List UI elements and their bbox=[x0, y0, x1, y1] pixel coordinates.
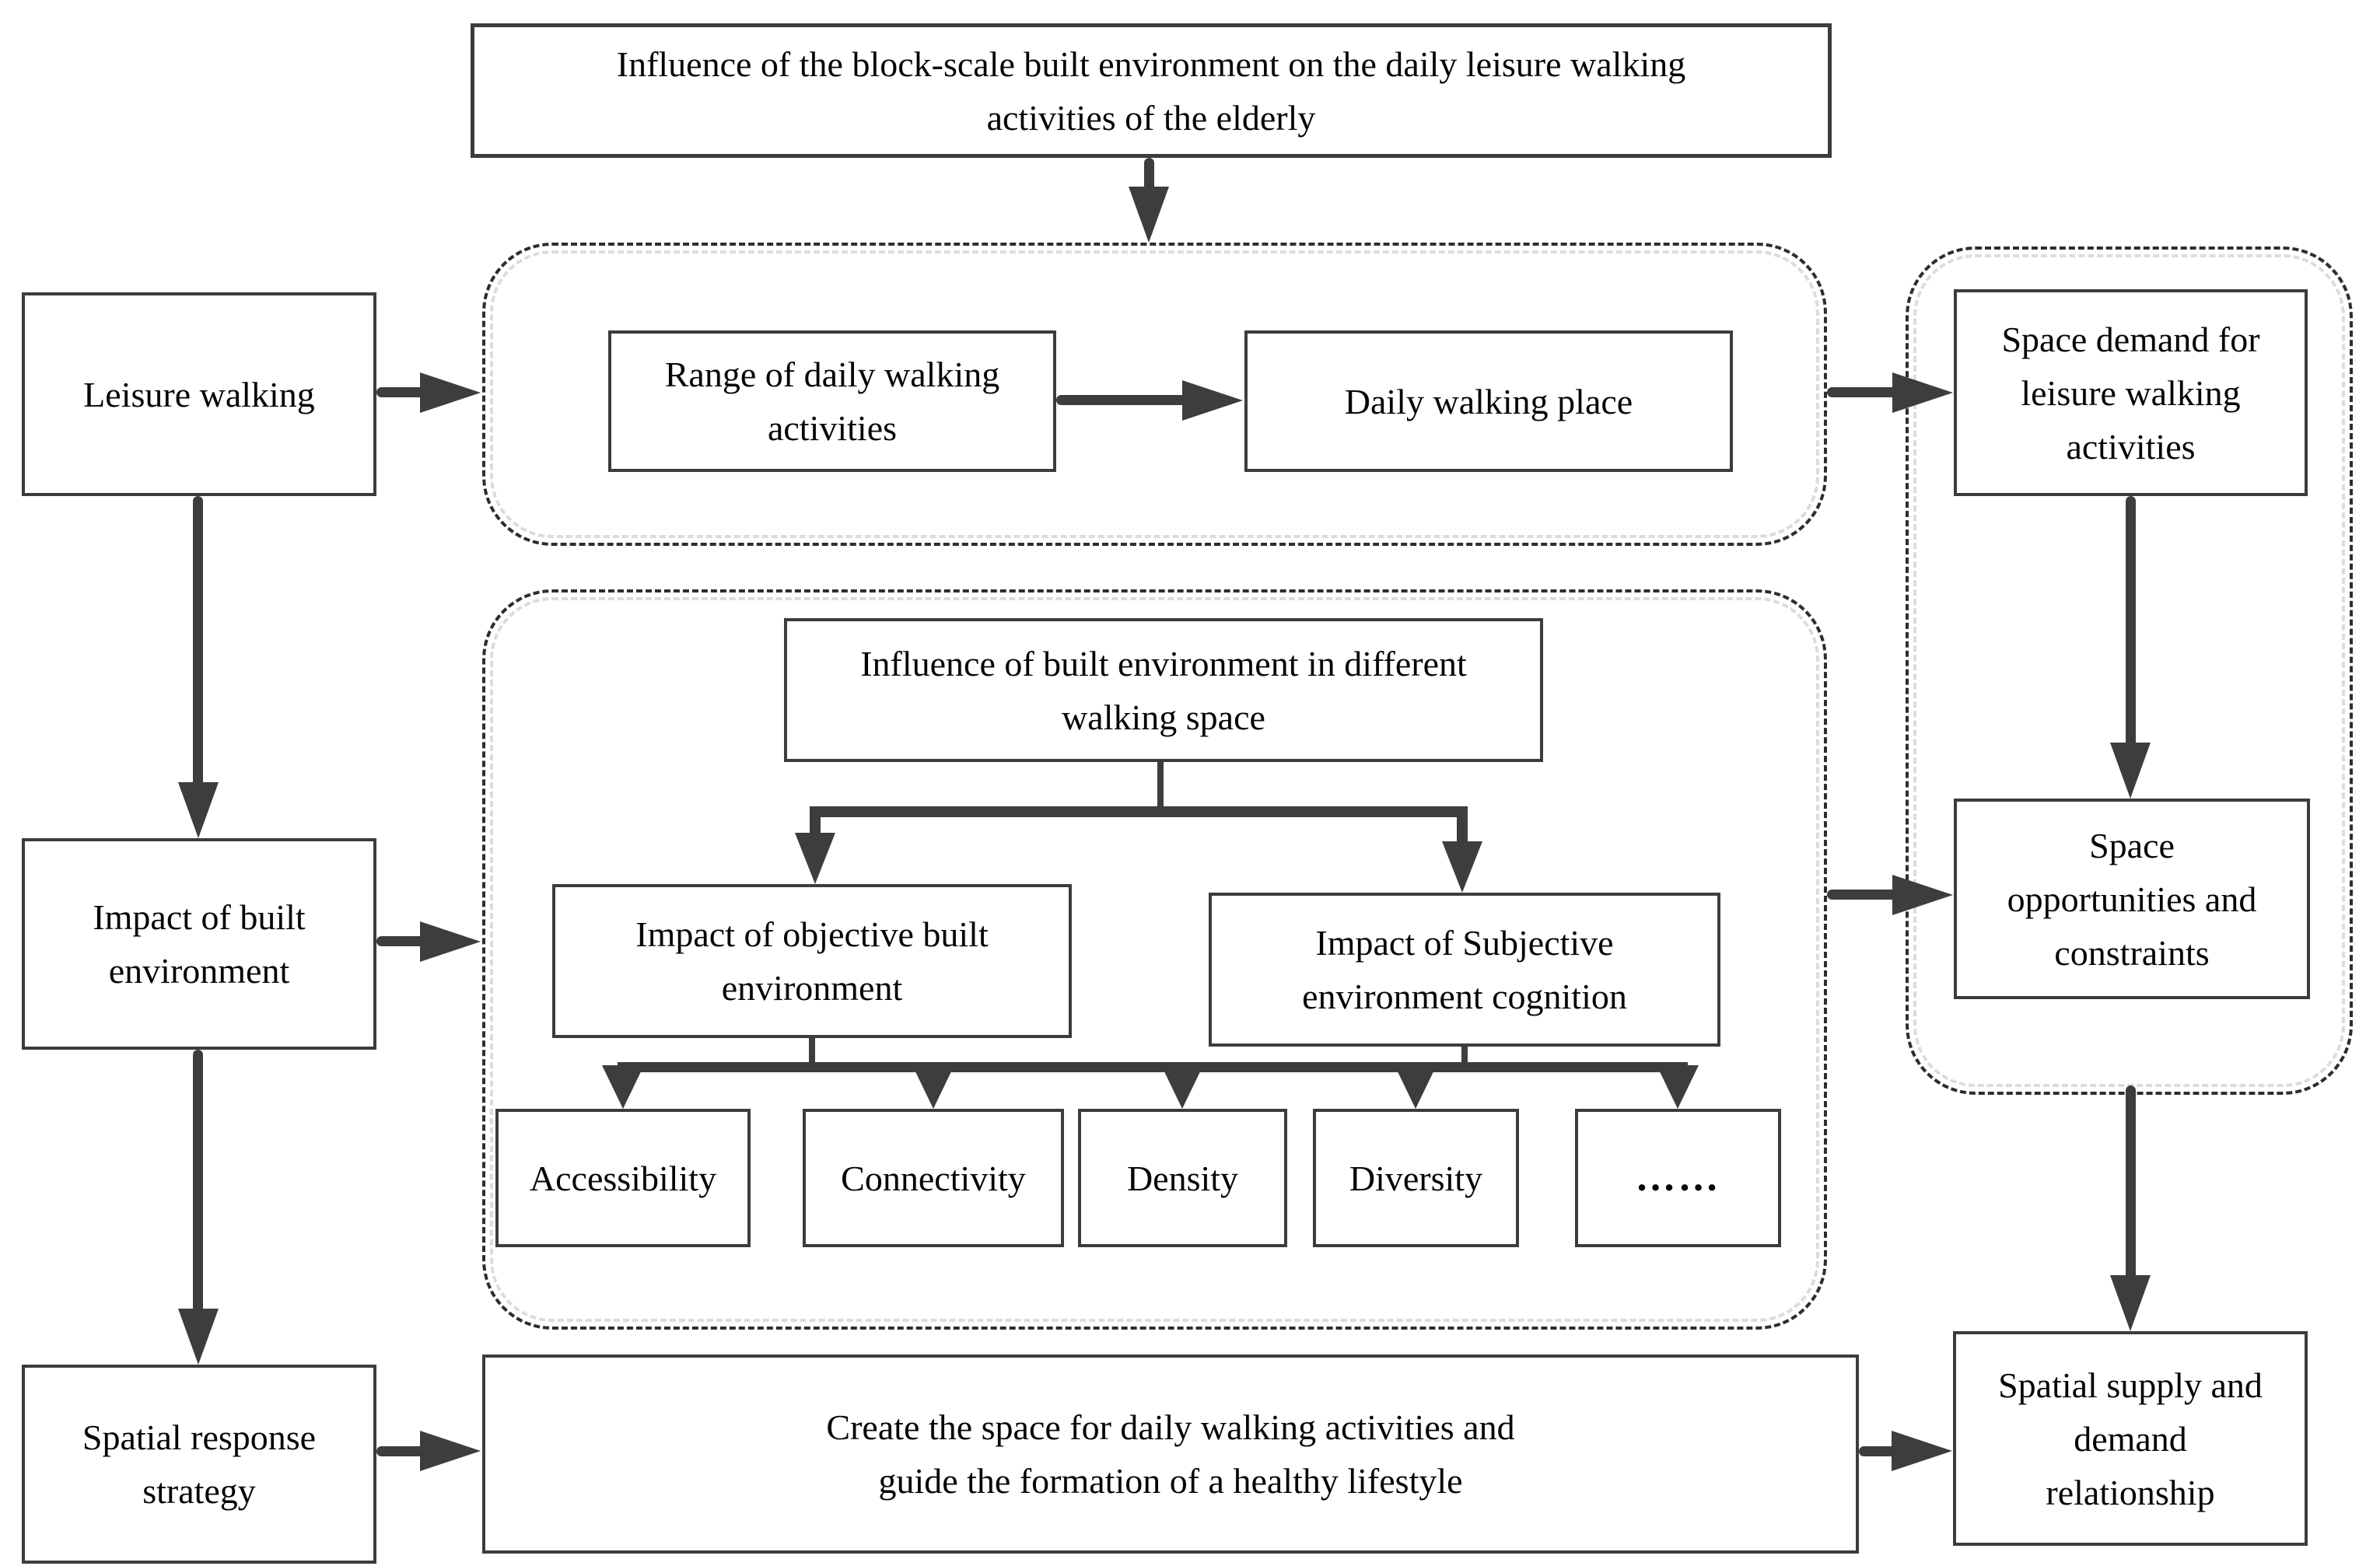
node-impact-subjective-line2: environment cognition bbox=[1302, 977, 1627, 1016]
node-factor-connectivity: Connectivity bbox=[803, 1109, 1064, 1247]
node-title-line1: Influence of the block-scale built envir… bbox=[616, 44, 1686, 84]
node-space-opportunities-line2: opportunities and bbox=[2007, 879, 2257, 919]
node-factor-diversity: Diversity bbox=[1313, 1109, 1519, 1247]
node-impact-built-line1: Impact of built bbox=[93, 897, 306, 937]
node-spatial-response-line2: strategy bbox=[142, 1471, 256, 1511]
tree2-arrow1-head bbox=[602, 1065, 644, 1109]
arrow-title-to-scope-head bbox=[1129, 187, 1169, 243]
node-create-space-line2: guide the formation of a healthy lifesty… bbox=[878, 1461, 1463, 1501]
node-impact-objective-line2: environment bbox=[721, 968, 903, 1008]
tree1-right-shaft bbox=[1457, 816, 1468, 844]
arrow-demand-to-opportunities-shaft bbox=[2126, 496, 2136, 746]
node-leisure-walking-label: Leisure walking bbox=[83, 374, 315, 414]
tree2-arrow5-head bbox=[1657, 1065, 1699, 1109]
node-influence-line2: walking space bbox=[1062, 697, 1265, 737]
node-impact-objective: Impact of objective built environment bbox=[552, 884, 1072, 1038]
node-factor-ellipsis-label: …… bbox=[1635, 1155, 1721, 1200]
node-impact-subjective: Impact of Subjective environment cogniti… bbox=[1209, 893, 1720, 1047]
node-factor-connectivity-label: Connectivity bbox=[841, 1158, 1026, 1198]
arrow-response-to-create-head bbox=[420, 1431, 481, 1471]
tree2-arrow4-head bbox=[1395, 1065, 1437, 1109]
node-factor-ellipsis: …… bbox=[1575, 1109, 1781, 1247]
tree1-stub bbox=[1157, 762, 1164, 809]
arrow-impact-to-response-shaft bbox=[193, 1050, 203, 1314]
node-space-opportunities: Space opportunities and constraints bbox=[1954, 799, 2310, 999]
arrow-scope-to-demand-head bbox=[1892, 372, 1953, 413]
node-factor-density: Density bbox=[1078, 1109, 1287, 1247]
tree1-bar bbox=[810, 806, 1468, 817]
tree1-left-head bbox=[795, 833, 835, 884]
arrow-group-to-supply-shaft bbox=[2126, 1085, 2136, 1281]
tree2-stub-left bbox=[809, 1038, 815, 1069]
node-factor-density-label: Density bbox=[1126, 1158, 1239, 1198]
tree2-arrow2-head bbox=[912, 1065, 954, 1109]
tree2-arrow3-head bbox=[1161, 1065, 1203, 1109]
arrow-leisure-to-scope-shaft bbox=[376, 387, 426, 397]
arrow-environment-to-opportunities-head bbox=[1892, 875, 1953, 915]
arrow-impact-to-environment-head bbox=[420, 921, 481, 962]
node-spatial-supply-line3: relationship bbox=[2046, 1472, 2215, 1512]
arrow-response-to-create-shaft bbox=[376, 1446, 426, 1456]
arrow-leisure-to-impact-head bbox=[178, 782, 219, 838]
arrow-impact-to-environment-shaft bbox=[376, 936, 426, 946]
arrow-environment-to-opportunities-shaft bbox=[1827, 890, 1899, 900]
arrow-title-to-scope-shaft bbox=[1144, 158, 1154, 195]
node-spatial-supply: Spatial supply and demand relationship bbox=[1953, 1331, 2308, 1546]
arrow-create-to-supply-head bbox=[1892, 1431, 1952, 1471]
environment-influence-group-outline bbox=[482, 589, 1827, 1330]
node-range-line1: Range of daily walking bbox=[664, 355, 1000, 394]
node-range-of-daily-walking: Range of daily walking activities bbox=[608, 330, 1056, 472]
arrow-demand-to-opportunities-head bbox=[2110, 743, 2151, 799]
tree1-right-head bbox=[1442, 841, 1482, 893]
node-spatial-response-strategy: Spatial response strategy bbox=[22, 1365, 376, 1564]
node-daily-walking-place-label: Daily walking place bbox=[1344, 381, 1633, 421]
arrow-scope-to-demand-shaft bbox=[1827, 387, 1899, 397]
node-spatial-supply-line1: Spatial supply and bbox=[1998, 1365, 2263, 1405]
node-create-space-line1: Create the space for daily walking activ… bbox=[826, 1407, 1515, 1447]
arrow-leisure-to-scope-head bbox=[420, 372, 481, 413]
arrow-range-to-place-head bbox=[1182, 380, 1243, 421]
node-create-space: Create the space for daily walking activ… bbox=[482, 1355, 1859, 1554]
node-impact-built-environment: Impact of built environment bbox=[22, 838, 376, 1050]
node-leisure-walking: Leisure walking bbox=[22, 292, 376, 496]
walking-scope-group-outline bbox=[482, 243, 1827, 546]
node-space-opportunities-line1: Space bbox=[2089, 825, 2175, 865]
node-title-line2: activities of the elderly bbox=[986, 97, 1316, 138]
node-factor-accessibility: Accessibility bbox=[495, 1109, 751, 1247]
node-spatial-response-line1: Spatial response bbox=[82, 1417, 317, 1457]
node-impact-subjective-line1: Impact of Subjective bbox=[1315, 923, 1614, 963]
node-influence-walking-space: Influence of built environment in differ… bbox=[784, 618, 1543, 762]
node-space-opportunities-line3: constraints bbox=[2054, 932, 2210, 973]
node-space-demand-line2: leisure walking bbox=[2021, 372, 2241, 413]
node-spatial-supply-line2: demand bbox=[2074, 1418, 2187, 1459]
node-space-demand: Space demand for leisure walking activit… bbox=[1954, 289, 2308, 496]
node-daily-walking-place: Daily walking place bbox=[1244, 330, 1733, 472]
node-title: Influence of the block-scale built envir… bbox=[471, 23, 1832, 158]
arrow-range-to-place-shaft bbox=[1056, 395, 1188, 405]
tree2-stub-right bbox=[1461, 1047, 1468, 1069]
node-factor-accessibility-label: Accessibility bbox=[529, 1158, 717, 1198]
node-range-line2: activities bbox=[767, 408, 898, 448]
node-space-demand-line3: activities bbox=[2066, 426, 2196, 467]
tree2-bar bbox=[618, 1062, 1688, 1072]
node-impact-objective-line1: Impact of objective built bbox=[635, 914, 989, 954]
node-factor-diversity-label: Diversity bbox=[1349, 1158, 1483, 1198]
arrow-group-to-supply-head bbox=[2110, 1275, 2151, 1331]
arrow-impact-to-response-head bbox=[178, 1309, 219, 1365]
node-impact-built-line2: environment bbox=[108, 951, 290, 991]
node-space-demand-line1: Space demand for bbox=[2001, 319, 2260, 359]
node-influence-line1: Influence of built environment in differ… bbox=[860, 643, 1467, 683]
arrow-leisure-to-impact-shaft bbox=[193, 496, 203, 787]
arrow-create-to-supply-shaft bbox=[1859, 1446, 1898, 1456]
